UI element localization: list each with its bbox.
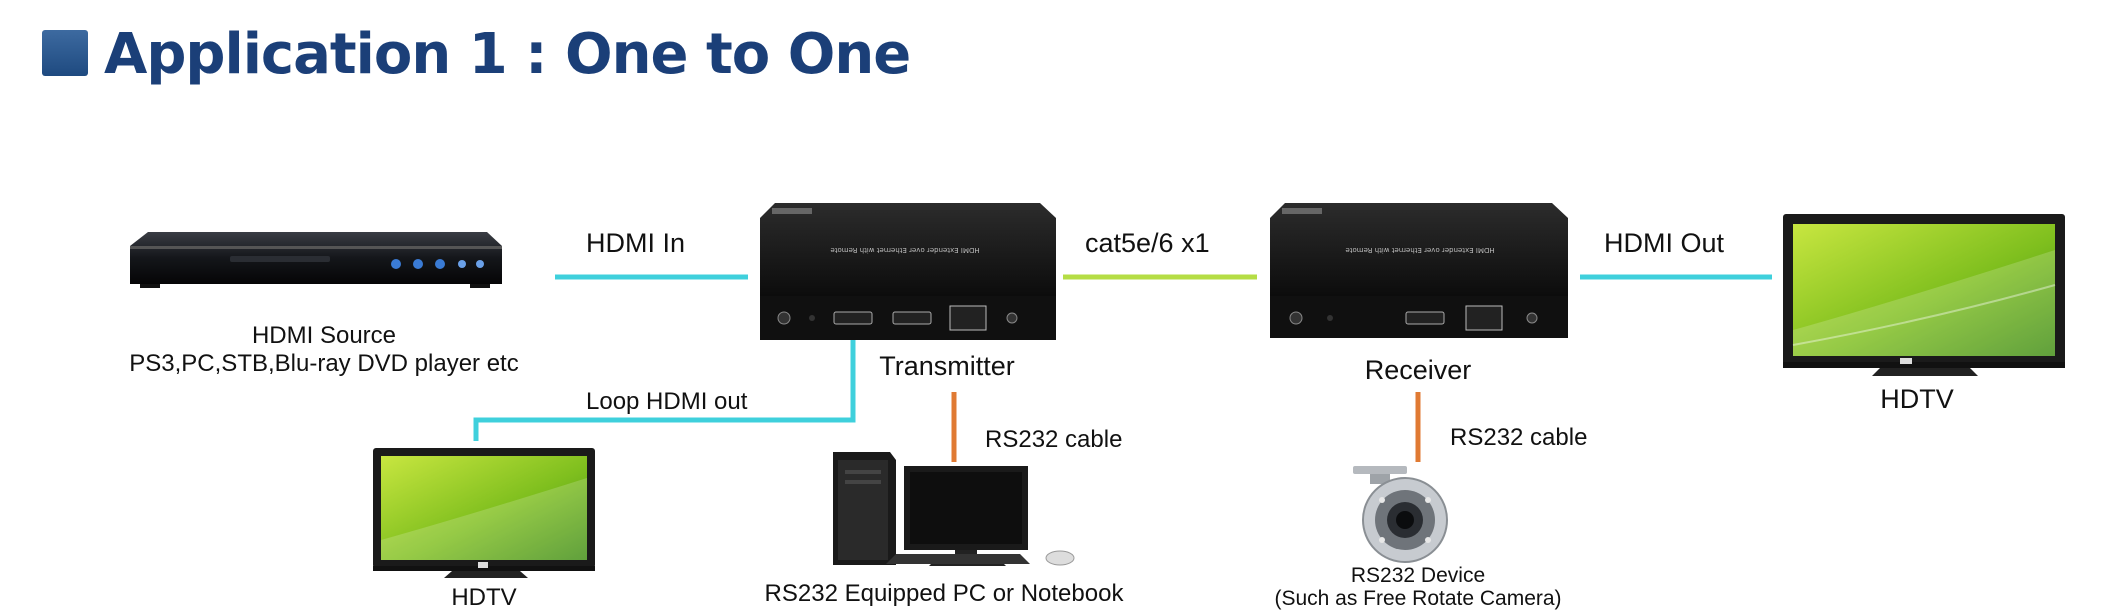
cat-cable-label: cat5e/6 x1 — [1085, 228, 1210, 258]
hdmi-source-player-icon — [130, 232, 502, 288]
receiver-device: HDMI Extender over Ethernet with Remote — [1270, 203, 1568, 338]
rs232-device-example: (Such as Free Rotate Camera) — [1274, 587, 1562, 611]
pc-label: RS232 Equipped PC or Notebook — [764, 580, 1124, 607]
receiver-label: Receiver — [1364, 355, 1472, 385]
title-square-icon — [42, 30, 88, 76]
hdmi-in-label: HDMI In — [586, 228, 686, 258]
tx-top-text: HDMI Extender over Ethernet with Remote — [830, 246, 979, 254]
hdtv-left-label: HDTV — [451, 584, 517, 611]
hdmi-source-label: HDMI Source PS3,PC,STB,Blu-ray DVD playe… — [129, 322, 518, 377]
rx-top-text: HDMI Extender over Ethernet with Remote — [1345, 246, 1494, 254]
rs232-camera-icon — [1353, 466, 1448, 563]
rs232-tx-label: RS232 cable — [985, 426, 1123, 453]
hdmi-out-label: HDMI Out — [1604, 228, 1725, 258]
hdtv-left-icon — [373, 448, 595, 578]
hdmi-source-title: HDMI Source — [251, 322, 397, 349]
hdmi-source-examples: PS3,PC,STB,Blu-ray DVD player etc — [129, 349, 519, 377]
rs232-device-label: RS232 Device (Such as Free Rotate Camera… — [1274, 564, 1561, 610]
loop-hdmi-line — [473, 337, 856, 441]
transmitter-label: Transmitter — [879, 351, 1015, 381]
transmitter-device: HDMI Extender over Ethernet with Remote — [760, 203, 1056, 340]
pc-computer-icon — [833, 452, 1075, 566]
rs232-rx-label: RS232 cable — [1450, 424, 1588, 451]
hdtv-right-icon — [1783, 214, 2065, 376]
rs232-device-title: RS232 Device — [1350, 564, 1486, 587]
page-title: Application 1 : One to One — [104, 22, 911, 87]
loop-hdmi-label: Loop HDMI out — [586, 388, 748, 415]
hdtv-right-label: HDTV — [1880, 384, 1954, 414]
